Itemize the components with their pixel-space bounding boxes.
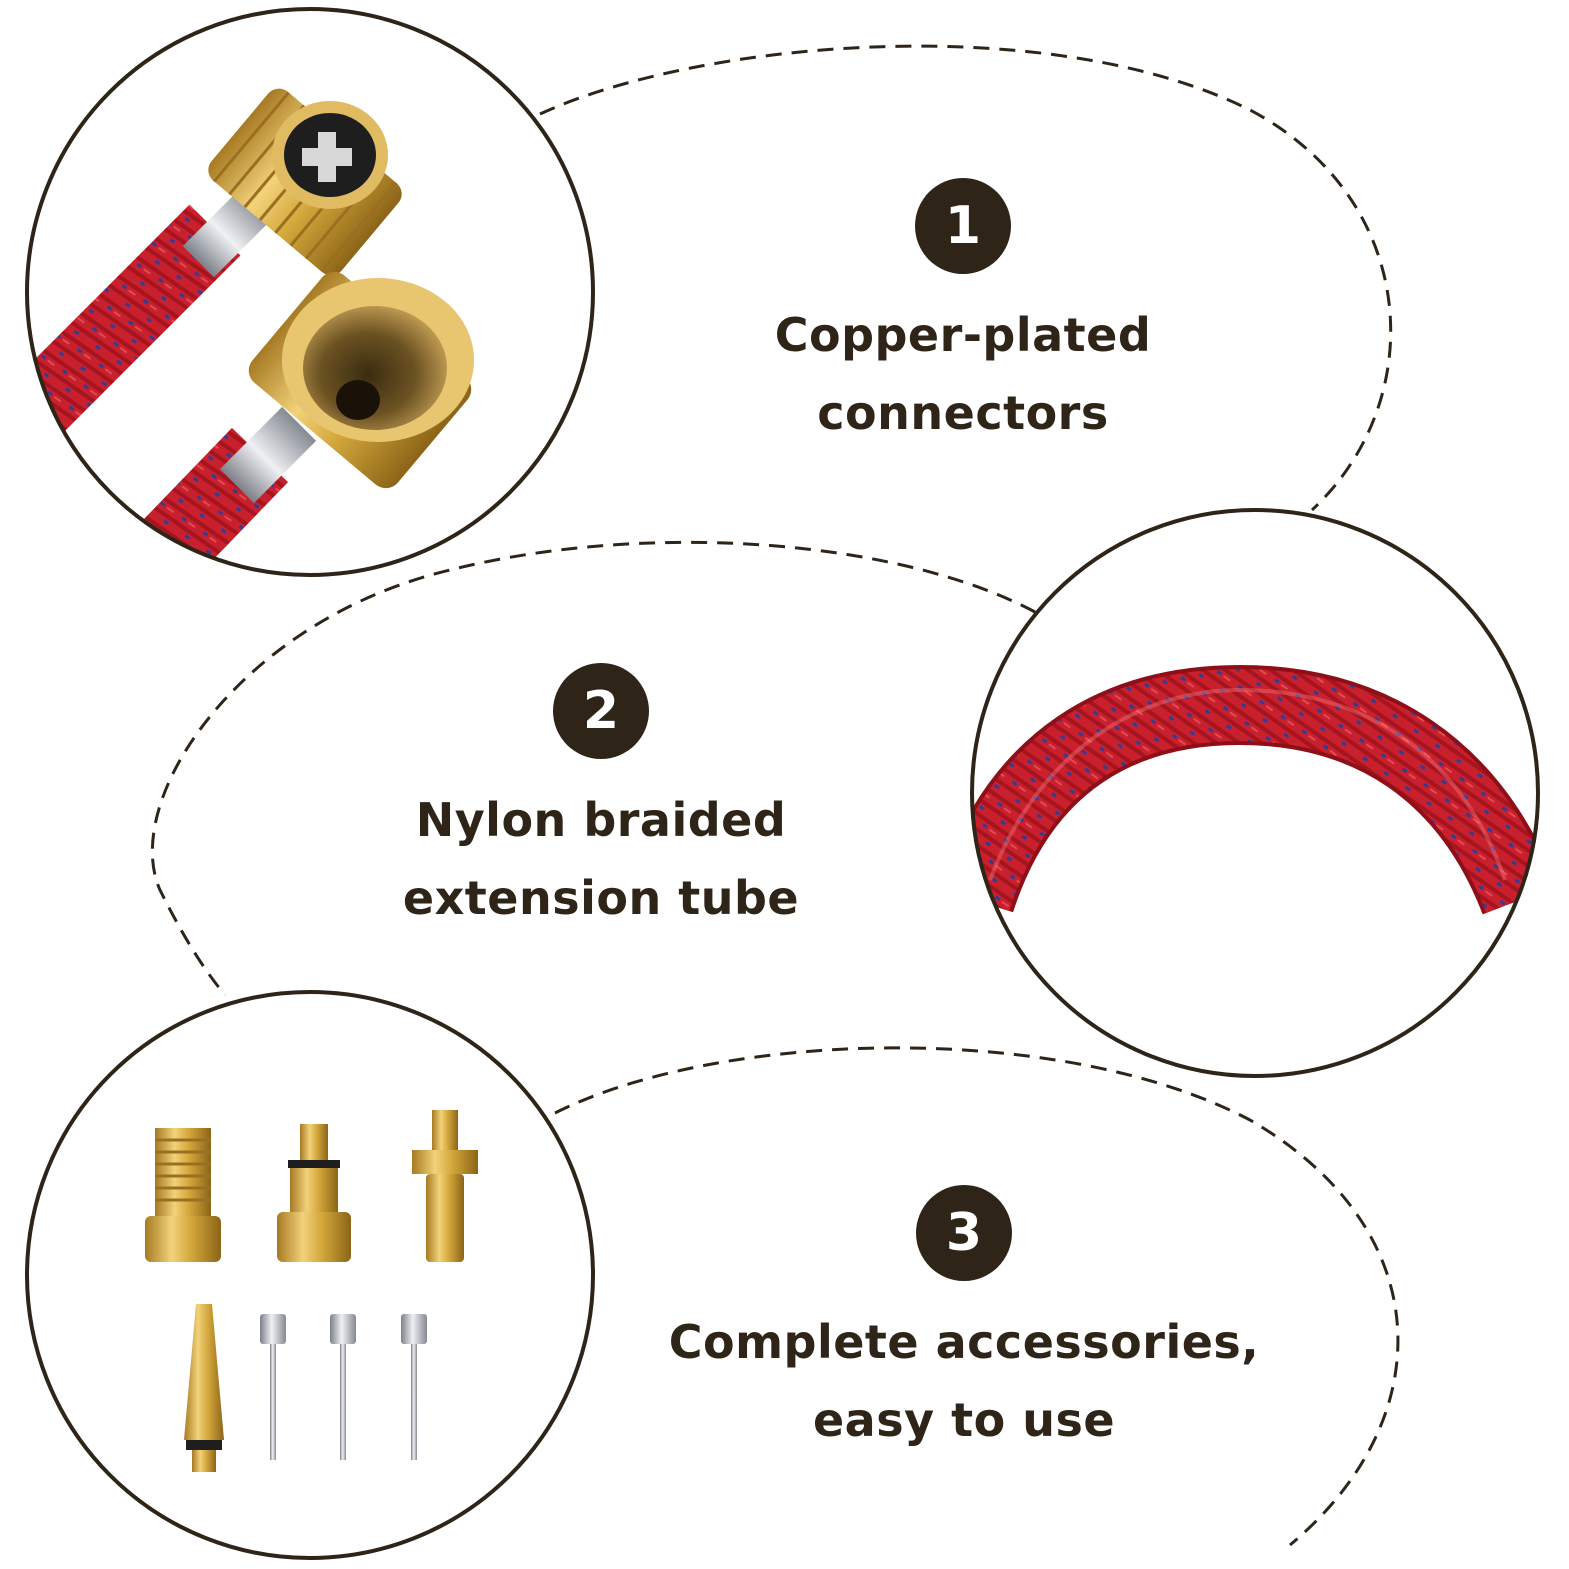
number-badge-1: 1	[915, 178, 1011, 274]
schrader-adapter-icon	[277, 1124, 351, 1262]
braided-tube-photo	[972, 510, 1538, 1076]
pin-adapter-icon	[412, 1110, 478, 1262]
feature-2-line-2: extension tube	[402, 871, 800, 925]
inflation-needle-icon	[260, 1314, 427, 1460]
feature-1-line-1: Copper-plated	[774, 308, 1152, 362]
copper-connectors-photo	[27, 9, 593, 575]
feature-2: 2 Nylon braided extension tube	[301, 663, 901, 937]
feature-1-line-2: connectors	[817, 386, 1109, 440]
valve-adapters-photo	[27, 992, 593, 1558]
feature-3: 3 Complete accessories, easy to use	[664, 1185, 1264, 1459]
feature-2-line-1: Nylon braided	[415, 793, 787, 847]
cone-nozzle-icon	[184, 1304, 224, 1472]
dashed-loop-2	[150, 540, 1036, 996]
presta-adapter-icon	[145, 1128, 221, 1262]
dashed-loop-3	[554, 1046, 1400, 1547]
feature-1: 1 Copper-plated connectors	[663, 178, 1263, 452]
photo-frame-3	[25, 990, 595, 1560]
feature-3-line-1: Complete accessories,	[668, 1315, 1260, 1369]
photo-frame-1	[25, 7, 595, 577]
number-badge-3: 3	[916, 1185, 1012, 1281]
feature-3-line-2: easy to use	[812, 1393, 1116, 1447]
number-badge-2: 2	[553, 663, 649, 759]
dashed-loop-1	[539, 44, 1393, 512]
photo-frame-2	[970, 508, 1540, 1078]
